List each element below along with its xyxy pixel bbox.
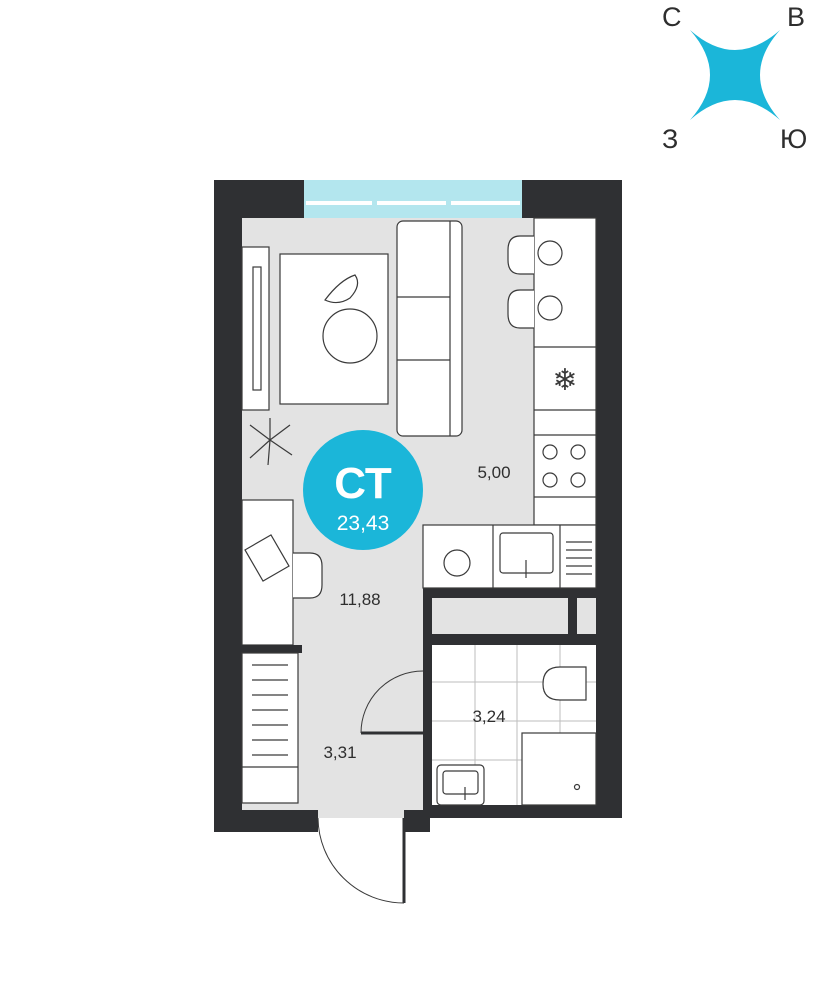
bathroom	[423, 645, 597, 810]
apartment-type: СТ	[334, 459, 392, 508]
snowflake-icon: ❄	[552, 364, 577, 397]
sofa	[396, 220, 463, 437]
plant-icon	[249, 418, 293, 466]
compass: С В З Ю	[662, 2, 807, 154]
compass-north-label: С	[662, 2, 682, 32]
bar-stools	[507, 235, 563, 329]
cat-icon	[324, 274, 359, 304]
apartment-total-area: 23,43	[337, 512, 390, 535]
toilet-icon	[542, 666, 587, 701]
bathroom-area-label: 3,24	[472, 707, 505, 726]
entrance-door[interactable]	[317, 817, 406, 904]
living-furniture	[241, 220, 463, 646]
desk-chair	[293, 552, 323, 599]
apartment-badge: СТ 23,43	[303, 430, 423, 550]
kitchen-area-label: 5,00	[477, 463, 510, 482]
washing-machine-icon	[443, 549, 471, 577]
cooktop-icon	[542, 444, 586, 488]
coffee-table	[322, 308, 378, 364]
hall-area-label: 3,31	[323, 743, 356, 762]
living-area-label: 11,88	[339, 590, 380, 609]
compass-south-label: Ю	[780, 124, 807, 154]
bathroom-sink-icon	[436, 764, 485, 806]
wardrobe	[241, 645, 302, 804]
bathroom-door[interactable]	[360, 670, 424, 735]
compass-west-label: З	[662, 124, 678, 154]
window	[304, 180, 522, 218]
compass-star-icon	[690, 30, 780, 120]
compass-east-label: В	[787, 2, 805, 32]
storage-niche	[423, 588, 596, 645]
kitchen: ❄	[422, 217, 597, 589]
shower-tray	[521, 732, 597, 806]
